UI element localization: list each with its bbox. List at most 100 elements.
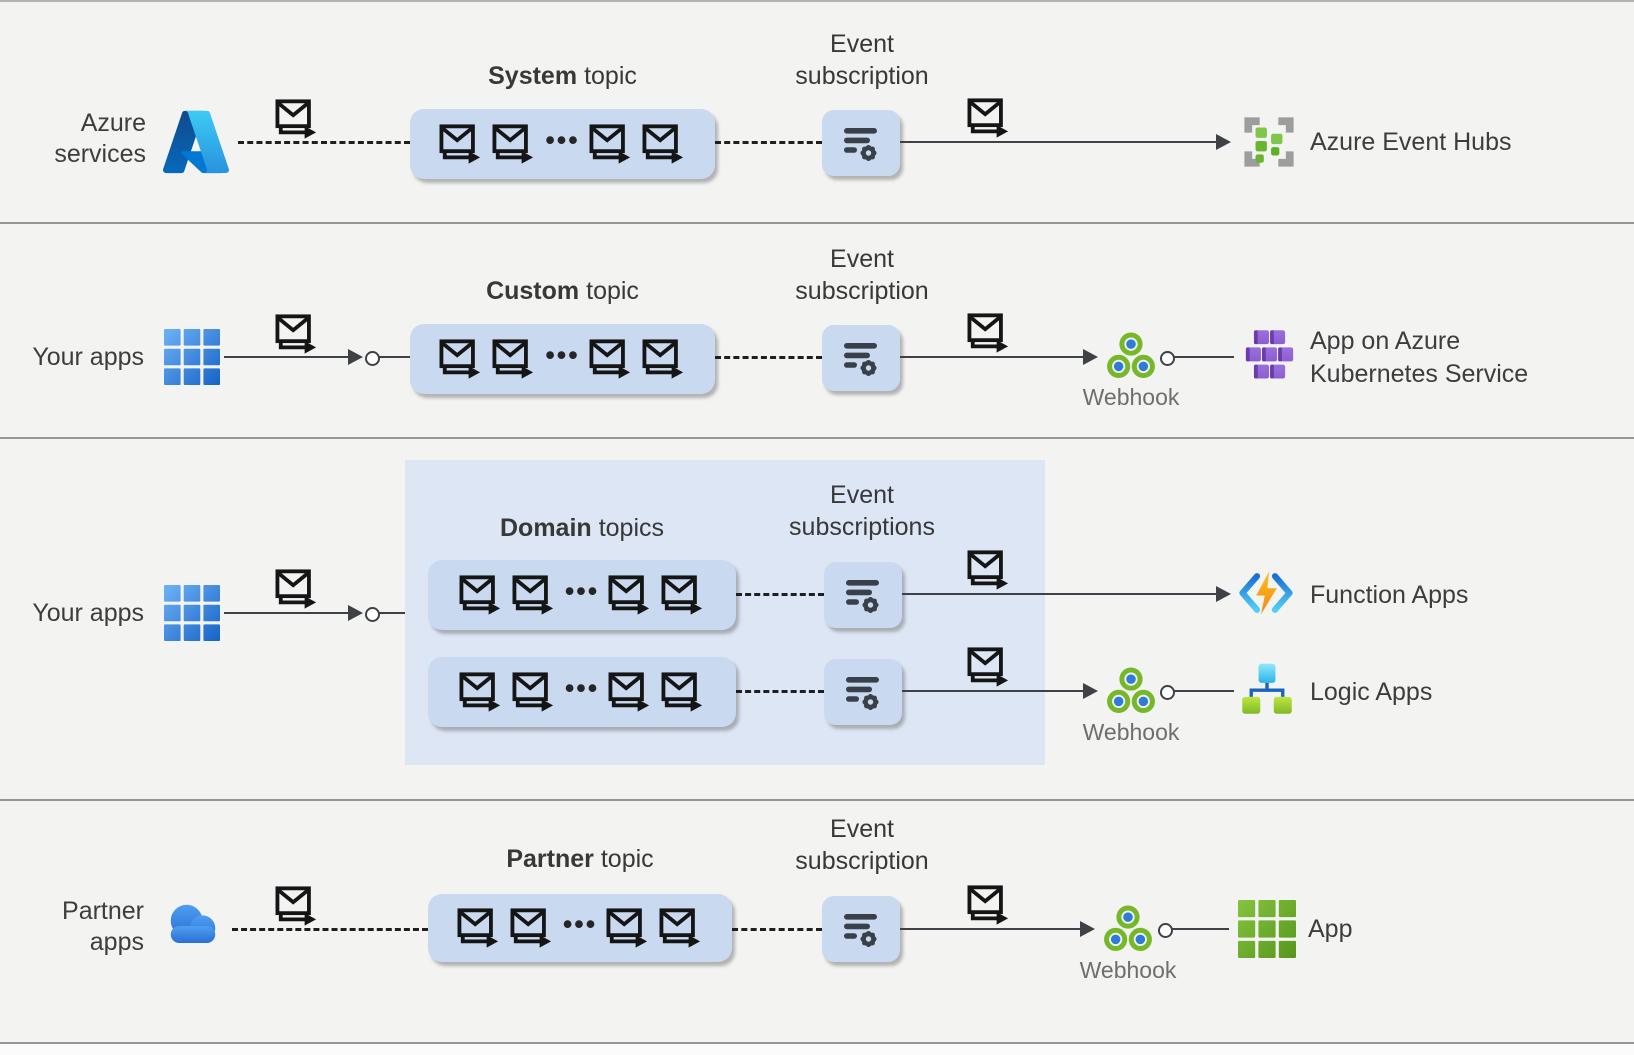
event-message-icon bbox=[605, 907, 651, 949]
event-message-icon bbox=[458, 671, 504, 713]
event-message-icon bbox=[966, 549, 1012, 591]
green-app-grid-icon bbox=[1238, 900, 1296, 958]
system-topic-box: ••• bbox=[410, 109, 715, 179]
event-message-icon bbox=[456, 907, 502, 949]
event-message-icon bbox=[660, 671, 706, 713]
dashed-connector bbox=[232, 928, 428, 931]
event-subscription-box-1 bbox=[824, 562, 902, 628]
dashed-connector bbox=[736, 690, 824, 693]
solid-connector bbox=[1174, 690, 1234, 692]
bottom-strip bbox=[0, 1044, 1634, 1055]
function-apps-icon bbox=[1238, 565, 1294, 621]
event-message-icon bbox=[274, 568, 320, 610]
ellipsis: ••• bbox=[562, 908, 598, 939]
event-message-icon bbox=[588, 123, 634, 165]
event-message-icon bbox=[438, 123, 484, 165]
filter-gear-icon bbox=[837, 119, 885, 167]
event-message-icon bbox=[641, 123, 687, 165]
event-message-icon bbox=[966, 312, 1012, 354]
event-message-icon bbox=[491, 338, 537, 380]
logic-apps-icon bbox=[1240, 662, 1294, 716]
event-message-icon bbox=[966, 646, 1012, 688]
subscription-title: Event subscription bbox=[795, 815, 929, 875]
dashed-connector bbox=[238, 141, 410, 144]
event-message-icon bbox=[588, 338, 634, 380]
event-message-icon bbox=[607, 671, 653, 713]
arrowhead bbox=[1216, 134, 1231, 150]
event-message-icon bbox=[607, 574, 653, 616]
solid-connector bbox=[1174, 356, 1234, 358]
event-subscription-box-2 bbox=[824, 659, 902, 725]
webhook-icon bbox=[1102, 903, 1154, 955]
dashed-connector bbox=[732, 928, 822, 931]
ellipsis: ••• bbox=[564, 575, 600, 606]
arrowhead bbox=[1083, 349, 1098, 365]
domain-topic-box-1: ••• bbox=[428, 560, 736, 630]
bottom-border bbox=[0, 1042, 1634, 1044]
event-message-icon bbox=[641, 338, 687, 380]
filter-gear-icon bbox=[839, 668, 887, 716]
target-label: Azure Event Hubs bbox=[1310, 128, 1512, 156]
azure-logo-icon bbox=[160, 106, 232, 178]
target-label: Logic Apps bbox=[1310, 678, 1433, 706]
solid-connector bbox=[900, 928, 1080, 930]
event-message-icon bbox=[274, 98, 320, 140]
circle-connector bbox=[365, 607, 380, 622]
top-border bbox=[0, 0, 1634, 2]
custom-topic-box: ••• bbox=[410, 324, 715, 394]
subscription-title: Event subscription bbox=[795, 245, 929, 305]
solid-connector bbox=[379, 612, 405, 614]
source-label: Azure services bbox=[54, 109, 146, 168]
source-label: Partner apps bbox=[62, 897, 144, 956]
arrowhead bbox=[1216, 586, 1231, 602]
event-message-icon bbox=[438, 338, 484, 380]
event-message-icon bbox=[660, 574, 706, 616]
event-message-icon bbox=[274, 313, 320, 355]
ellipsis: ••• bbox=[545, 339, 580, 370]
dashed-connector bbox=[715, 141, 822, 144]
ellipsis: ••• bbox=[564, 672, 600, 703]
event-message-icon bbox=[511, 671, 557, 713]
event-message-icon bbox=[966, 97, 1012, 139]
arrowhead bbox=[348, 349, 363, 365]
source-label: Your apps bbox=[32, 599, 144, 627]
subscription-title: Event subscription bbox=[795, 30, 929, 90]
target-label: App on Azure Kubernetes Service bbox=[1310, 327, 1529, 388]
event-message-icon bbox=[491, 123, 537, 165]
blue-app-grid-icon bbox=[164, 329, 220, 385]
partner-topic-box: ••• bbox=[428, 894, 732, 962]
event-message-icon bbox=[966, 884, 1012, 926]
event-subscription-box bbox=[822, 896, 900, 962]
solid-connector bbox=[379, 356, 410, 358]
row-separator-2 bbox=[0, 437, 1634, 439]
arrowhead bbox=[1083, 683, 1098, 699]
event-subscription-box bbox=[822, 110, 900, 176]
arrowhead bbox=[1080, 921, 1095, 937]
kubernetes-icon bbox=[1240, 330, 1298, 382]
target-label: Function Apps bbox=[1310, 581, 1469, 609]
cloud-icon bbox=[158, 898, 228, 954]
event-message-icon bbox=[658, 907, 704, 949]
dashed-connector bbox=[715, 356, 822, 359]
webhook-icon bbox=[1105, 665, 1157, 717]
solid-connector bbox=[1171, 928, 1229, 930]
solid-connector bbox=[224, 356, 350, 358]
filter-gear-icon bbox=[839, 571, 887, 619]
row-separator-3 bbox=[0, 799, 1634, 801]
solid-connector bbox=[224, 612, 350, 614]
subscriptions-title: Event subscriptions bbox=[789, 481, 935, 541]
webhook-label: Webhook bbox=[1082, 719, 1180, 745]
webhook-icon bbox=[1105, 330, 1157, 382]
row-separator-1 bbox=[0, 222, 1634, 224]
circle-connector bbox=[1160, 351, 1175, 366]
event-message-icon bbox=[274, 885, 320, 927]
event-message-icon bbox=[458, 574, 504, 616]
ellipsis: ••• bbox=[545, 124, 580, 155]
dashed-connector bbox=[736, 593, 824, 596]
domain-topic-box-2: ••• bbox=[428, 657, 736, 727]
event-message-icon bbox=[511, 574, 557, 616]
event-hubs-icon bbox=[1240, 113, 1298, 171]
